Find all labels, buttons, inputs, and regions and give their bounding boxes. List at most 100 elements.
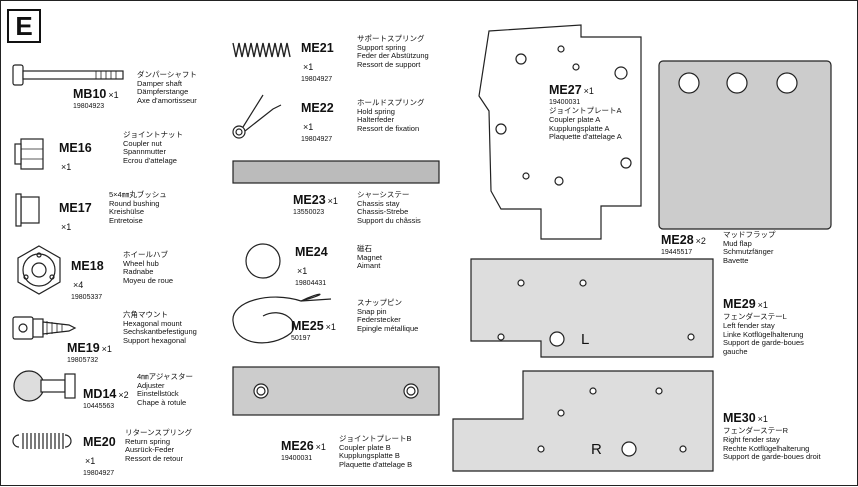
part-me25-id: ME25×1 50197 — [291, 317, 336, 343]
part-me24-desc: 磁石 Magnet Aimant — [357, 244, 382, 271]
part-me26-desc: ジョイントプレートB Coupler plate B Kupplungsplat… — [339, 434, 413, 470]
part-number: 19400031 — [281, 455, 313, 463]
label-jp: フェンダーステーR — [723, 426, 789, 436]
label-en: Wheel hub — [123, 258, 159, 268]
label-de: Radnabe — [123, 267, 154, 277]
coupler-plate-b-icon — [232, 366, 440, 416]
label-jp: ホイールハブ — [123, 250, 168, 259]
label-de: Kreishülse — [109, 207, 145, 217]
label-fr: Support de garde-boues droit — [723, 452, 821, 462]
part-number: 19805732 — [67, 357, 99, 365]
label-de: Chassis-Strebe — [357, 207, 409, 217]
label-fr: Ecrou d'attelage — [123, 155, 177, 165]
part-number: 19400031 — [549, 99, 581, 107]
label-fr: Support du châssis — [357, 215, 421, 225]
part-number: 19804923 — [73, 103, 105, 111]
wheel-hub-icon — [17, 245, 61, 295]
part-me28-id: ME28×2 19445517 — [661, 231, 706, 257]
part-code: ME22 — [301, 101, 334, 115]
part-qty: ×1 — [757, 300, 768, 310]
part-me22-id: ME22 ×1 19804927 — [301, 99, 334, 144]
label-jp: スナップピン — [357, 298, 402, 307]
label-fr: Plaquette d'attelage B — [339, 459, 413, 469]
label-en: Support spring — [357, 42, 406, 52]
label-en: Right fender stay — [723, 435, 780, 445]
label-en: Damper shaft — [137, 78, 183, 88]
label-fr: Support hexagonal — [123, 335, 186, 345]
coupler-plate-a-icon — [478, 24, 642, 240]
section-letter: E — [7, 9, 41, 43]
support-spring-icon — [232, 42, 291, 58]
label-de: Ausrück-Feder — [125, 445, 175, 455]
part-me18-desc: ホイールハブ Wheel hub Radnabe Moyeu de roue — [123, 250, 174, 286]
label-en: Chassis stay — [357, 198, 400, 208]
left-fender-stay-icon — [470, 258, 714, 358]
part-qty: ×1 — [303, 62, 314, 73]
label-jp: シャーシステー — [357, 190, 410, 199]
label-en: Mud flap — [723, 238, 752, 248]
part-qty: ×1 — [325, 322, 336, 332]
label-de: Aimant — [357, 261, 381, 271]
part-me19-desc: 六角マウント Hexagonal mount Sechskantbefestig… — [123, 310, 197, 346]
label-fr: Bavette — [723, 255, 749, 265]
coupler-nut-icon — [14, 138, 44, 170]
part-number: 50197 — [291, 335, 311, 343]
label-de: Kupplungsplatte A — [549, 123, 610, 133]
label-en: Snap pin — [357, 306, 387, 316]
label-fr: Moyeu de roue — [123, 275, 174, 285]
label-de: Kupplungsplatte B — [339, 451, 400, 461]
label-en: Adjuster — [137, 380, 165, 390]
part-me21-desc: サポートスプリング Support spring Feder der Abstü… — [357, 34, 429, 70]
part-me20-id: ME20 ×1 19804927 — [83, 433, 116, 478]
part-qty: ×1 — [108, 90, 119, 100]
part-code: ME28 — [661, 233, 694, 247]
label-jp: 4㎜アジャスター — [137, 372, 193, 381]
label-fr-cont: gauche — [723, 346, 748, 356]
part-qty: ×1 — [315, 442, 326, 452]
part-code: ME25 — [291, 319, 324, 333]
part-code: ME23 — [293, 193, 326, 207]
label-fr: Axe d'amortisseur — [137, 95, 197, 105]
part-code: ME21 — [301, 41, 334, 55]
snap-pin-icon — [232, 293, 332, 344]
label-jp: ジョイントプレートA — [549, 106, 622, 116]
label-fr: Ressort de support — [357, 59, 421, 69]
round-bushing-icon — [15, 193, 40, 227]
part-me18-id: ME18 ×4 19805337 — [71, 257, 104, 302]
part-number: 19804927 — [83, 469, 115, 477]
label-fr: Entretoise — [109, 215, 143, 225]
damper-shaft-icon — [12, 64, 124, 86]
part-md14-desc: 4㎜アジャスター Adjuster Einstellstück Chape à … — [137, 372, 193, 408]
label-en: Hold spring — [357, 106, 395, 116]
label-de: Schmutzfänger — [723, 247, 774, 257]
part-me22-desc: ホールドスプリング Hold spring Halterfeder Ressor… — [357, 98, 425, 134]
label-de: Einstellstück — [137, 389, 179, 399]
part-me28-desc: マッドフラップ Mud flap Schmutzfänger Bavette — [723, 230, 776, 266]
label-en: Round bushing — [109, 198, 160, 208]
part-mb10-id: MB10×1 19804923 — [73, 85, 119, 111]
part-me23-desc: シャーシステー Chassis stay Chassis-Strebe Supp… — [357, 190, 421, 226]
part-me27-block: ME27×1 19400031 ジョイントプレートA Coupler plate… — [549, 81, 622, 142]
part-code: MD14 — [83, 387, 117, 401]
part-qty: ×1 — [327, 196, 338, 206]
label-fr: Epingle métallique — [357, 323, 419, 333]
label-jp: マッドフラップ — [723, 230, 776, 239]
label-jp: 磁石 — [357, 244, 372, 253]
chassis-stay-icon — [232, 160, 440, 184]
label-jp: サポートスプリング — [357, 34, 425, 43]
part-number: 19445517 — [661, 249, 693, 257]
part-code: ME17 — [59, 201, 92, 215]
part-code: MB10 — [73, 87, 107, 101]
part-qty: ×1 — [61, 222, 72, 233]
part-qty: ×1 — [101, 344, 112, 354]
part-qty: ×1 — [297, 266, 308, 277]
label-en: Coupler plate A — [549, 115, 601, 125]
label-en: Left fender stay — [723, 321, 775, 331]
label-de: Spannmutter — [123, 147, 166, 157]
part-number: 10445563 — [83, 403, 115, 411]
label-en: Hexagonal mount — [123, 318, 182, 328]
hexagonal-mount-icon — [12, 316, 77, 340]
part-number: 13550023 — [293, 209, 325, 217]
